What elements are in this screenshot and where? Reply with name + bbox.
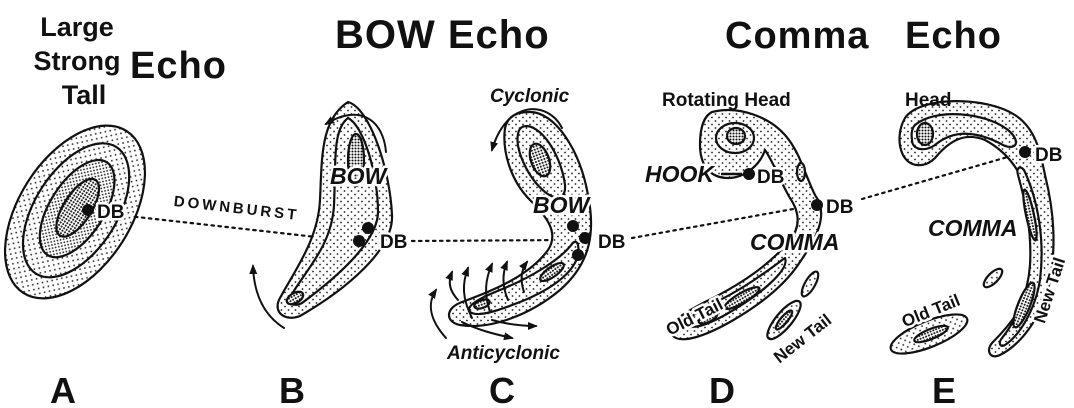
echo-a: DB xyxy=(0,101,174,323)
db-label-a: DB xyxy=(97,202,124,223)
echo-e-small-cell xyxy=(981,266,1005,290)
anticyclonic-arrow-1 xyxy=(431,290,446,338)
head-label-e: Head xyxy=(905,90,951,111)
downburst-dot-d xyxy=(811,199,823,211)
panel-letter-e: E xyxy=(932,370,956,408)
panel-letter-a: A xyxy=(50,370,76,408)
hook-label: HOOK xyxy=(645,161,715,187)
anticyclonic-label: Anticyclonic xyxy=(446,343,560,364)
panel-letter-c: C xyxy=(489,370,515,408)
comma-label-e: COMMA xyxy=(928,215,1017,241)
panel-letters: A B C D E xyxy=(50,370,956,408)
echo-e: Head DB COMMA Old Tail New Tail xyxy=(886,90,1069,361)
echo-d-new-tail-cell-2 xyxy=(799,269,822,298)
cyclonic-label: Cyclonic xyxy=(490,86,570,107)
anticyclonic-arrow-2 xyxy=(450,272,458,300)
downburst-label: DOWNBURST xyxy=(173,193,300,224)
track-segment-b-c xyxy=(412,240,568,241)
echo-d-band-cell xyxy=(797,163,805,181)
panel-letter-d: D xyxy=(709,370,735,408)
heading-bow-echo: BOW Echo xyxy=(335,13,550,57)
heading-tall: Tall xyxy=(62,80,107,110)
track-segment-d-e xyxy=(862,154,1018,199)
rotating-head-label: Rotating Head xyxy=(662,90,791,111)
bow-label-b: BOW xyxy=(330,163,389,189)
heading-comma-echo: Echo xyxy=(905,15,1002,57)
downburst-dot-e xyxy=(1019,146,1031,158)
heading-comma: Comma xyxy=(725,15,869,57)
downburst-dot-c1 xyxy=(567,220,579,232)
db-label-d-hook: DB xyxy=(757,167,784,188)
heading-strong: Strong xyxy=(34,46,121,76)
downburst-dot-c3 xyxy=(572,249,584,261)
echo-c: Cyclonic BOW DB Anticyclonic xyxy=(431,86,626,364)
panel-letter-b: B xyxy=(279,370,305,408)
echo-e-head-core xyxy=(917,123,933,145)
comma-label-d: COMMA xyxy=(750,229,839,255)
bow-label-c: BOW xyxy=(533,192,592,218)
downburst-dot-a xyxy=(82,204,94,216)
downburst-dot-d-hook xyxy=(743,168,755,180)
db-label-d: DB xyxy=(826,197,853,218)
db-label-c: DB xyxy=(598,232,625,253)
heading-large: Large xyxy=(40,12,114,42)
echo-d: Rotating Head HOOK DB DB COMMA Old Tail … xyxy=(645,90,853,367)
downburst-dot-b1 xyxy=(362,222,374,234)
downburst-dot-c2 xyxy=(579,232,591,244)
heading-echo-a: Echo xyxy=(130,45,227,87)
downburst-dot-b2 xyxy=(353,235,365,247)
db-label-b: DB xyxy=(380,232,407,253)
echo-d-head-core xyxy=(727,128,745,144)
db-label-e: DB xyxy=(1035,145,1062,166)
panel-a-heading: Large Strong Tall Echo xyxy=(34,12,227,110)
